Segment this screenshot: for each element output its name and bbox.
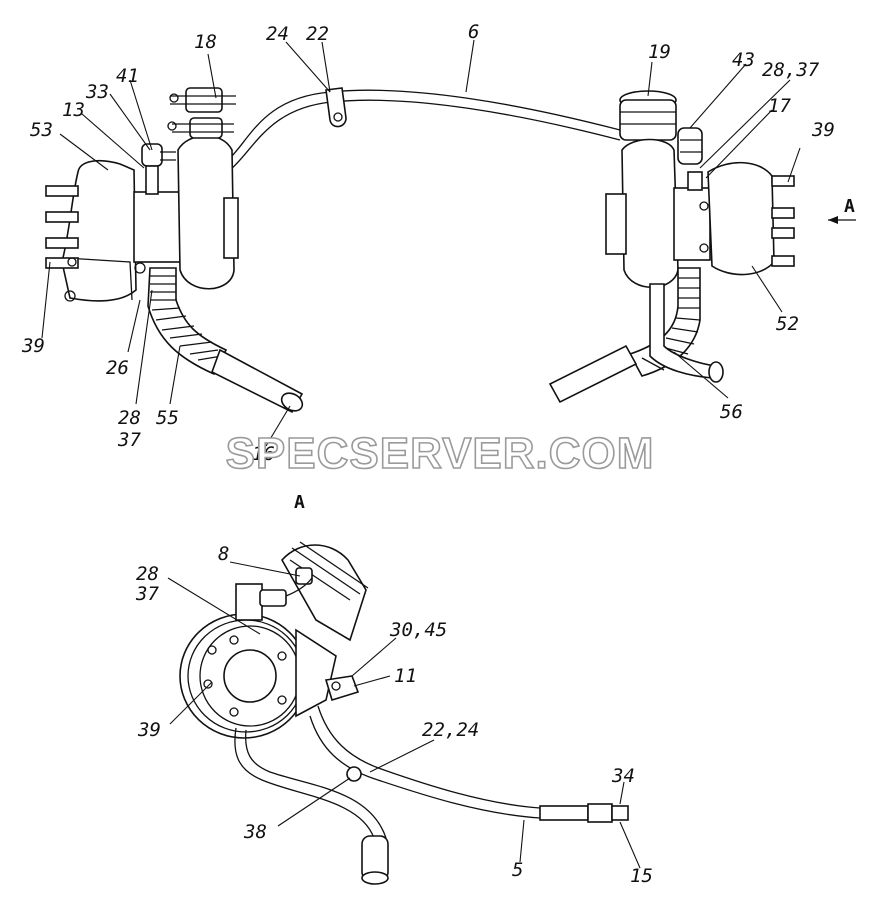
label-22-24: 22,24 <box>422 719 479 741</box>
view-a-turbocharger <box>179 541 369 739</box>
right-turbocharger <box>605 90 795 289</box>
label-33: 33 <box>85 81 109 103</box>
label-52: 52 <box>776 313 799 335</box>
label-15: 15 <box>630 865 653 887</box>
watermark: SPECSERVER.COM <box>226 429 655 478</box>
label-37-view: 37 <box>135 583 159 605</box>
label-28-37-top: 28,37 <box>762 59 820 81</box>
part-labels: 18 24 22 6 19 43 28,37 41 33 13 53 17 39… <box>21 21 855 887</box>
pipe-clamp-22 <box>325 87 347 128</box>
label-view-a: A <box>294 492 305 513</box>
label-18: 18 <box>194 31 217 53</box>
pipe-5 <box>309 705 629 823</box>
drain-pipe-16 <box>211 348 304 414</box>
label-28-left: 28 <box>118 407 141 429</box>
label-53: 53 <box>30 119 53 141</box>
label-56: 56 <box>720 401 743 423</box>
label-5: 5 <box>512 859 523 881</box>
label-26: 26 <box>106 357 129 379</box>
drain-hose-55 <box>147 267 228 376</box>
label-37-left: 37 <box>117 429 141 451</box>
label-34: 34 <box>611 765 635 787</box>
label-43: 43 <box>732 49 755 71</box>
label-6: 6 <box>468 21 479 43</box>
label-17: 17 <box>768 95 791 117</box>
label-38: 38 <box>243 821 267 843</box>
label-39-right: 39 <box>811 119 835 141</box>
label-8: 8 <box>218 543 229 565</box>
label-41: 41 <box>116 65 139 87</box>
leader-lines <box>41 39 801 869</box>
label-11: 11 <box>394 665 417 687</box>
label-16: 16 <box>252 443 275 465</box>
left-turbocharger <box>45 87 239 302</box>
oil-pipe-6 <box>227 89 621 171</box>
label-39-left: 39 <box>21 335 45 357</box>
drain-hose-56 <box>548 267 724 404</box>
label-55: 55 <box>156 407 179 429</box>
label-13: 13 <box>62 99 85 121</box>
label-a-arrow: A <box>844 196 855 217</box>
label-39-view: 39 <box>137 719 161 741</box>
view-a-arrow <box>828 216 856 224</box>
label-22: 22 <box>306 23 329 45</box>
label-28-view: 28 <box>136 563 159 585</box>
label-30-45: 30,45 <box>389 619 447 641</box>
label-19: 19 <box>648 41 671 63</box>
pipe-38 <box>234 727 389 885</box>
label-24: 24 <box>266 23 289 45</box>
